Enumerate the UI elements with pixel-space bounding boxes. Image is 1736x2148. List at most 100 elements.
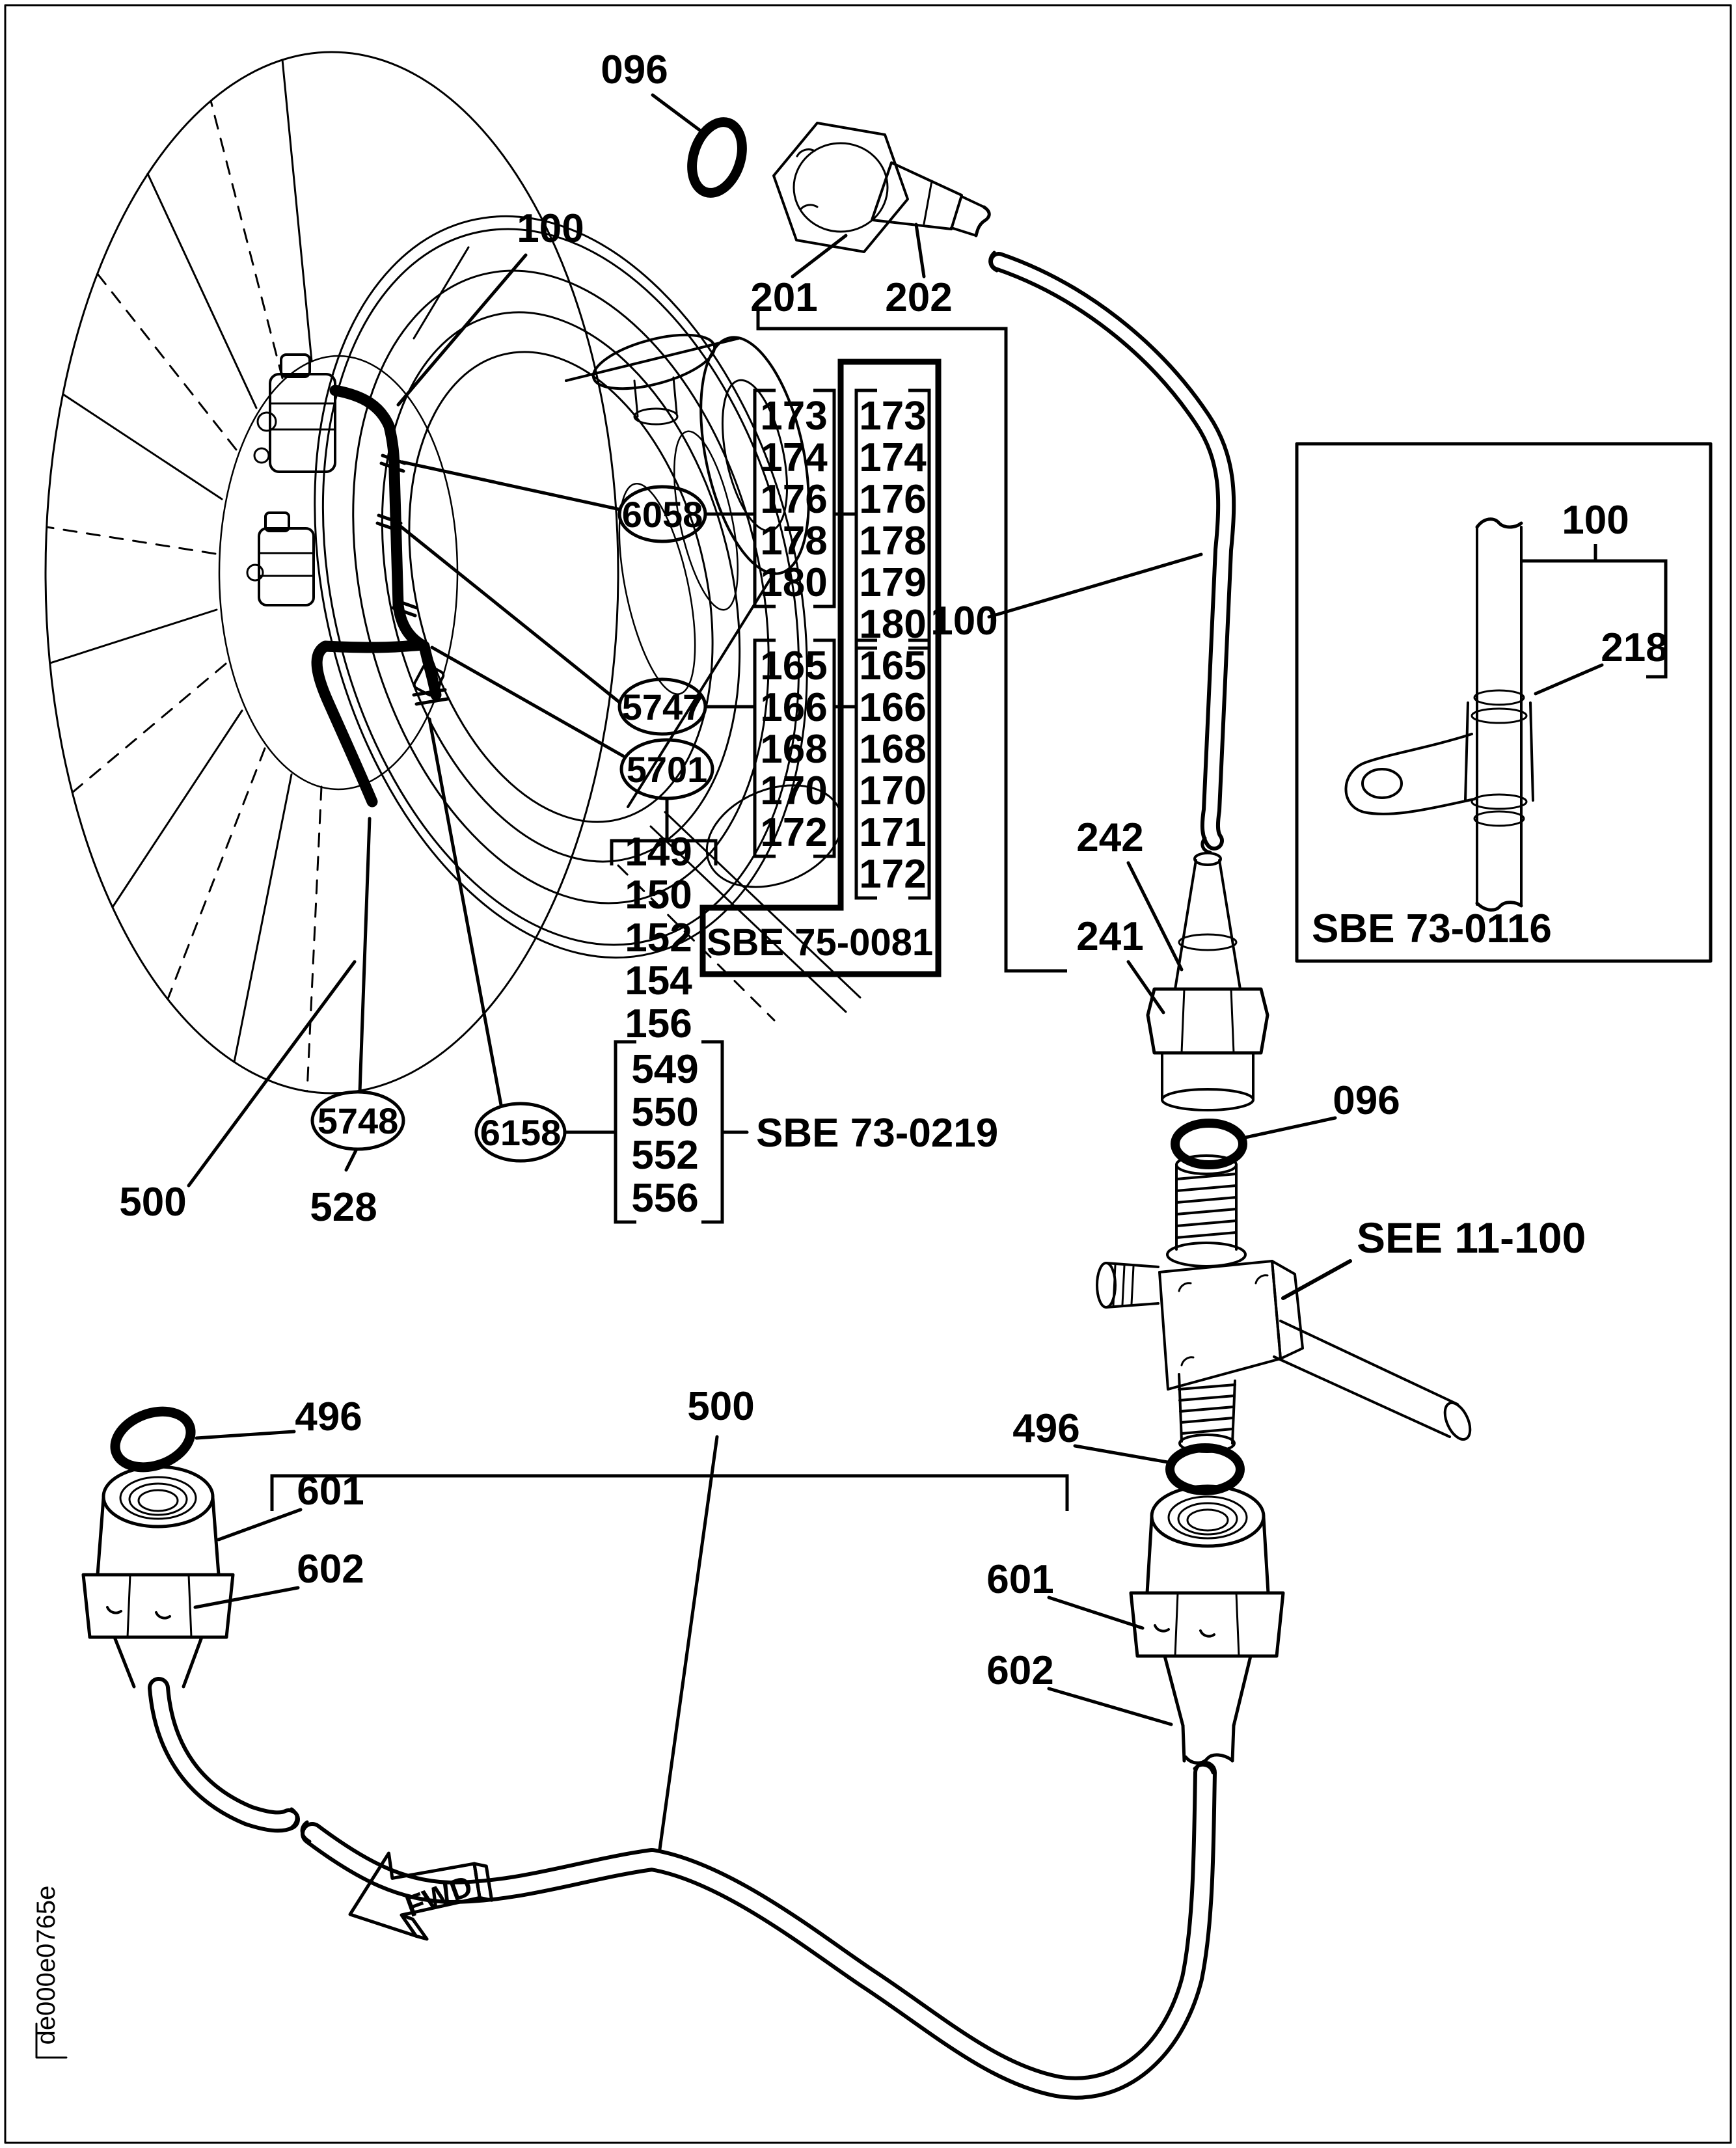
oring-mid <box>1171 1119 1247 1169</box>
callout-496-right: 496 <box>1012 1406 1079 1451</box>
leader-5701 <box>430 646 625 758</box>
leader-5747 <box>396 523 622 705</box>
assembly-bracket-100 <box>756 311 1067 973</box>
clamp-lists-column: 6058 5747 5701 173 174 176 178 180 165 1… <box>119 359 998 1230</box>
list-ab-0: 173 <box>859 394 926 439</box>
list-c-4: 156 <box>625 1001 692 1046</box>
fwd-arrow: FWD <box>348 1851 494 1941</box>
callout-202: 202 <box>885 275 952 320</box>
callout-602-left: 602 <box>297 1547 364 1592</box>
valve-block-upper <box>253 353 336 473</box>
list-a-1: 174 <box>760 435 828 480</box>
callout-241: 241 <box>1076 914 1143 959</box>
callout-602-right: 602 <box>986 1648 1053 1693</box>
leader-5748 <box>358 817 372 1094</box>
callout-5747: 5747 <box>622 687 703 727</box>
doc-code: de000e0765e <box>32 1886 61 2045</box>
hose-500: 500 <box>270 1384 1217 2100</box>
right-stub-break <box>1184 1753 1233 1765</box>
sbe-75-0081-box <box>699 359 942 977</box>
leader-096-top <box>651 93 706 135</box>
nut-241 <box>1146 987 1269 1055</box>
list-c: 149 150 152 154 156 <box>625 830 692 1046</box>
list-b-0: 165 <box>760 644 827 688</box>
bracket-listD-right <box>701 1040 724 1224</box>
bottom-left-fitting: 496 601 602 <box>81 1394 364 1833</box>
leader-096-mid <box>1243 1116 1337 1139</box>
list-b-boxed: 165 166 168 170 171 172 <box>859 644 926 897</box>
list-b: 165 166 168 170 172 <box>760 644 827 855</box>
installed-tube-100-branch <box>311 639 427 808</box>
inset-clamp-hole <box>1361 768 1403 799</box>
leader-201 <box>791 234 848 279</box>
bracket-listB-left <box>753 638 776 858</box>
tube-end-fitting <box>413 663 445 697</box>
inset-clamp-tab <box>1344 733 1476 815</box>
right-hex-nut <box>1129 1591 1285 1658</box>
bracket-listA-left <box>753 388 776 608</box>
list-b-3: 170 <box>760 768 827 813</box>
left-hex-nut <box>81 1573 235 1639</box>
callout-500-bracket: 500 <box>687 1384 754 1429</box>
list-ab-3: 178 <box>859 519 926 564</box>
tube-break-top <box>974 205 991 238</box>
inset-box-sbe-73-0116: 100 218 SBE 73-0116 <box>1295 442 1713 963</box>
callout-242: 242 <box>1076 815 1143 860</box>
hose100-break-top <box>988 251 999 273</box>
tube-end-nut-line <box>412 688 447 697</box>
callout-5701: 5701 <box>627 749 708 790</box>
list-c-3: 154 <box>625 958 692 1003</box>
bracket-listA-right <box>813 388 836 608</box>
list-bb-4: 171 <box>859 810 926 855</box>
callout-100-assembly: 100 <box>930 599 997 644</box>
fan-spokes <box>46 59 323 1093</box>
sbe-75-0081-label: SBE 75-0081 <box>707 921 933 964</box>
sbe-73-0116-label: SBE 73-0116 <box>1312 906 1552 951</box>
list-a-0: 173 <box>760 394 827 439</box>
list-b-4: 172 <box>760 810 827 855</box>
callout-096-mid: 096 <box>1333 1078 1400 1123</box>
leader-500-bracket <box>657 1435 719 1860</box>
inset-tube-break-bottom <box>1475 901 1523 912</box>
inset-100-bracket <box>1523 544 1668 679</box>
leader-500-left <box>187 960 357 1188</box>
leader-see-11-100 <box>1281 1259 1352 1300</box>
list-ab-1: 174 <box>859 435 927 480</box>
leader-241 <box>1126 960 1165 1014</box>
list-bb-2: 168 <box>859 727 926 772</box>
sbe-73-0219-label: SBE 73-0219 <box>756 1111 998 1156</box>
callout-500-left: 500 <box>119 1180 186 1225</box>
inset-border <box>1295 442 1713 963</box>
oring-left <box>110 1406 196 1473</box>
leader-496-right <box>1073 1444 1173 1465</box>
callout-218: 218 <box>1601 625 1668 670</box>
bracket-500 <box>270 1474 1069 1511</box>
top-fitting-group: 096 201 202 <box>601 48 1067 973</box>
fitting-adapter-202 <box>871 161 991 238</box>
bracket-listC-top <box>610 839 718 865</box>
hose-500-break-right <box>1193 1763 1215 1774</box>
leader-601-left <box>217 1508 303 1542</box>
callout-100-engine: 100 <box>517 206 584 251</box>
callout-5748: 5748 <box>318 1100 399 1141</box>
callout-096-top: 096 <box>601 48 668 92</box>
fitting-nut-201 <box>772 122 909 253</box>
core-flange-oval <box>591 333 716 390</box>
inset-tube-break-top <box>1475 517 1523 529</box>
list-a-4: 180 <box>760 560 827 605</box>
bracket-listBbox-right <box>908 638 931 900</box>
list-bb-0: 165 <box>859 644 926 688</box>
list-a-2: 176 <box>760 477 827 522</box>
list-ab-2: 176 <box>859 477 926 522</box>
hose-500-outline <box>301 1761 1217 2100</box>
callout-100-inset: 100 <box>1562 498 1629 543</box>
list-b-1: 166 <box>760 685 827 730</box>
list-ab-4: 179 <box>859 560 926 605</box>
leader-6158 <box>427 717 503 1107</box>
bracket-listAbox-right <box>908 388 931 650</box>
callout-see-11-100: SEE 11-100 <box>1357 1214 1586 1262</box>
callout-528: 528 <box>310 1185 377 1230</box>
leader-218 <box>1534 663 1604 696</box>
